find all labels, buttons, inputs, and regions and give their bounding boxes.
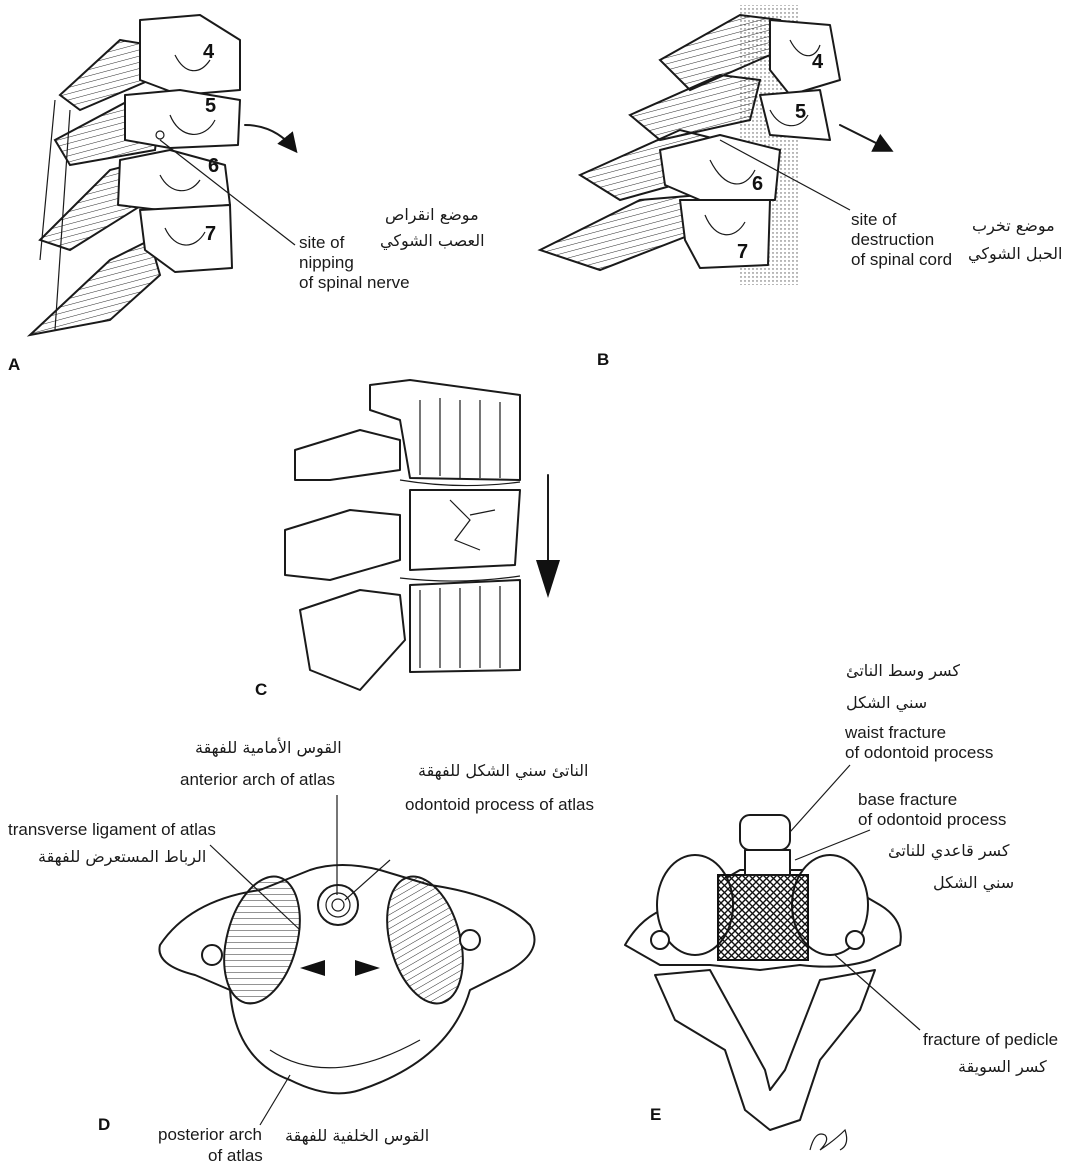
panel-e-base-en-line: of odontoid process	[858, 810, 1006, 830]
panel-a-letter: A	[8, 355, 20, 375]
panel-a-vertebra-label: 6	[208, 155, 219, 177]
panel-d-odontoid-ar: الناتئ سني الشكل للفهقة	[418, 760, 589, 782]
panel-e-waist-en-line: waist fracture	[845, 723, 946, 743]
panel-b-label-en-line: destruction	[851, 230, 934, 250]
panel-b-label-en-line: of spinal cord	[851, 250, 952, 270]
panel-a-label-en-line: nipping	[299, 253, 354, 273]
panel-d-odontoid	[318, 885, 358, 925]
panel-a-vertebra-label: 4	[203, 41, 215, 63]
panel-a-vertebra-label: 5	[205, 95, 216, 117]
panel-c-force-arrow-head	[536, 560, 560, 598]
panel-b-vertebra-label: 7	[737, 241, 748, 263]
panel-d-posterior-en-line: posterior arch	[158, 1125, 262, 1145]
panel-b-arrow	[840, 125, 890, 150]
panel-e-waist-en-line: of odontoid process	[845, 743, 993, 763]
panel-b-body-4	[770, 20, 840, 95]
panel-e-waist-ar-line: سني الشكل	[846, 692, 927, 714]
panel-a-spine-drawing: 4 5 6 7	[30, 15, 295, 335]
panel-b-label-ar-line: الحبل الشوكي	[968, 243, 1063, 265]
panel-c-letter: C	[255, 680, 267, 700]
panel-e-waist-leader	[790, 765, 850, 832]
panel-e-base-en-line: base fracture	[858, 790, 957, 810]
panel-a-label-ar-line: العصب الشوكي	[380, 230, 485, 252]
panel-a-body-4	[140, 15, 240, 95]
panel-a-body-5	[125, 90, 240, 148]
panel-e-pedicle-ar: كسر السويقة	[958, 1056, 1047, 1078]
panel-b-body-7	[680, 200, 770, 268]
panel-b-letter: B	[597, 350, 609, 370]
panel-e-pedicle-en: fracture of pedicle	[923, 1030, 1058, 1050]
panel-e-odontoid-tip	[740, 815, 790, 850]
panel-d-anterior-arch-ar: القوس الأمامية للفهقة	[195, 737, 342, 759]
panel-e-odontoid-waist	[745, 850, 790, 875]
panel-b-vertebra-label: 6	[752, 173, 763, 195]
panel-a-label-en-line: site of	[299, 233, 344, 253]
panel-b-spine-drawing: 4 5 6 7	[540, 5, 890, 285]
panel-b-vertebra-label: 5	[795, 101, 806, 123]
panel-b-label-en-line: site of	[851, 210, 896, 230]
panel-d-posterior-leader	[260, 1075, 290, 1125]
panel-a-label-en-line: of spinal nerve	[299, 273, 410, 293]
panel-d-posterior-en-line: of atlas	[208, 1146, 263, 1166]
panel-a-label-ar-line: موضع انقراص	[385, 204, 479, 226]
panel-e-body-shading	[718, 875, 808, 960]
panel-d-transverse-en: transverse ligament of atlas	[8, 820, 216, 840]
panel-b-label-ar-line: موضع تخرب	[972, 215, 1055, 237]
panel-e-letter: E	[650, 1105, 661, 1125]
panel-a-spinous-process-7	[30, 240, 160, 335]
panel-a-arrow	[245, 125, 295, 150]
panel-e-posterior-arch	[655, 970, 875, 1130]
panel-c-lower-body	[410, 580, 520, 672]
panel-d-odontoid-en: odontoid process of atlas	[405, 795, 594, 815]
panel-d-atlas-drawing	[159, 795, 534, 1125]
panel-e-base-ar-line: كسر قاعدي للناتئ	[888, 840, 1010, 862]
panel-d-anterior-arch-en: anterior arch of atlas	[180, 770, 335, 790]
panel-e-base-ar-line: سني الشكل	[933, 872, 1014, 894]
panel-a-vertebra-label: 7	[205, 223, 216, 245]
panel-c-compression-drawing	[285, 380, 560, 690]
panel-d-posterior-ar: القوس الخلفية للفهقة	[285, 1125, 429, 1147]
panel-c-fractured-body	[410, 490, 520, 570]
panel-b-vertebra-label: 4	[812, 51, 824, 73]
panel-d-transverse-ar: الرباط المستعرض للفهقة	[38, 846, 206, 868]
panel-d-letter: D	[98, 1115, 110, 1135]
panel-e-artist-signature	[810, 1130, 847, 1150]
panel-e-waist-ar-line: كسر وسط الناتئ	[846, 660, 960, 682]
